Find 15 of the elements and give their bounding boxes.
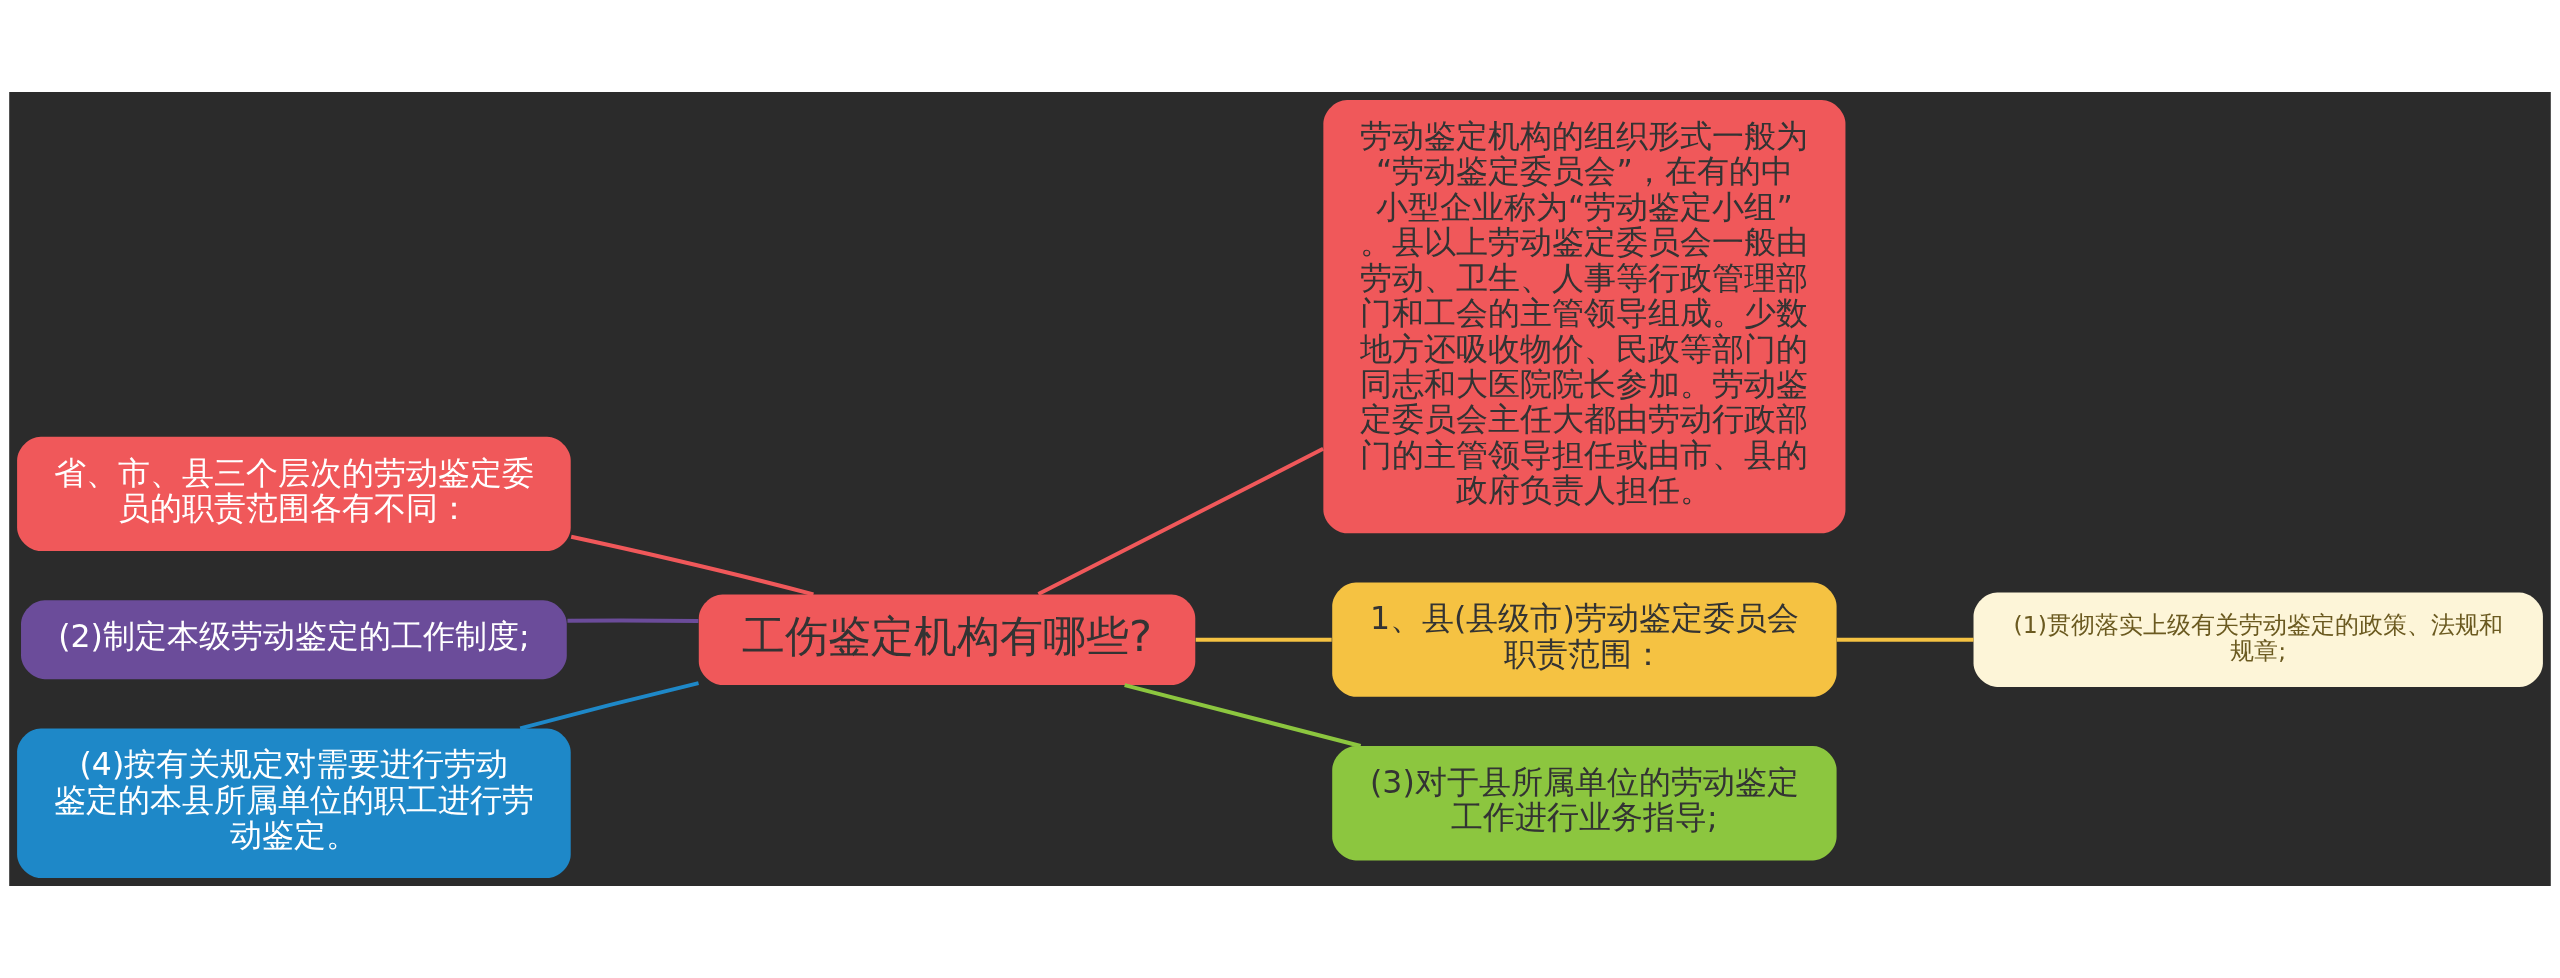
node-box: 1、县(县级市)劳动鉴定委员会职责范围： (1332, 582, 1837, 697)
node-box: 劳动鉴定机构的组织形式一般为“劳动鉴定委员会”，在有的中小型企业称为“劳动鉴定小组”。县以上劳动鉴定委员会一般由劳动、卫生、人事等行政管理部门和工会的主管领导组成。少数地方还吸收物价、民政等部门的同志和大医院院长参加。劳动鉴定委员会主任大都由劳动行政部门的主管领导担任或由市、县的政府负责人担任。 (1323, 99, 1846, 534)
node-box: 省、市、县三个层次的劳动鉴定委员的职责范围各有不同： (17, 436, 571, 552)
connector (567, 618, 699, 623)
node-box: (4)按有关规定对需要进行劳动鉴定的本县所属单位的职工进行劳动鉴定。 (17, 728, 571, 879)
node-box: (3)对于县所属单位的劳动鉴定工作进行业务指导; (1332, 746, 1837, 861)
node-box: (2)制定本级劳动鉴定的工作制度; (21, 600, 567, 680)
connector (1195, 637, 1332, 642)
node-box: 工伤鉴定机构有哪些? (698, 594, 1196, 686)
connector (1124, 683, 1362, 748)
connector (519, 681, 699, 731)
connector (570, 534, 814, 597)
node-box: (1)贯彻落实上级有关劳动鉴定的政策、法规和规章; (1973, 592, 2543, 687)
connector (1037, 447, 1325, 596)
connector (1836, 637, 1974, 642)
